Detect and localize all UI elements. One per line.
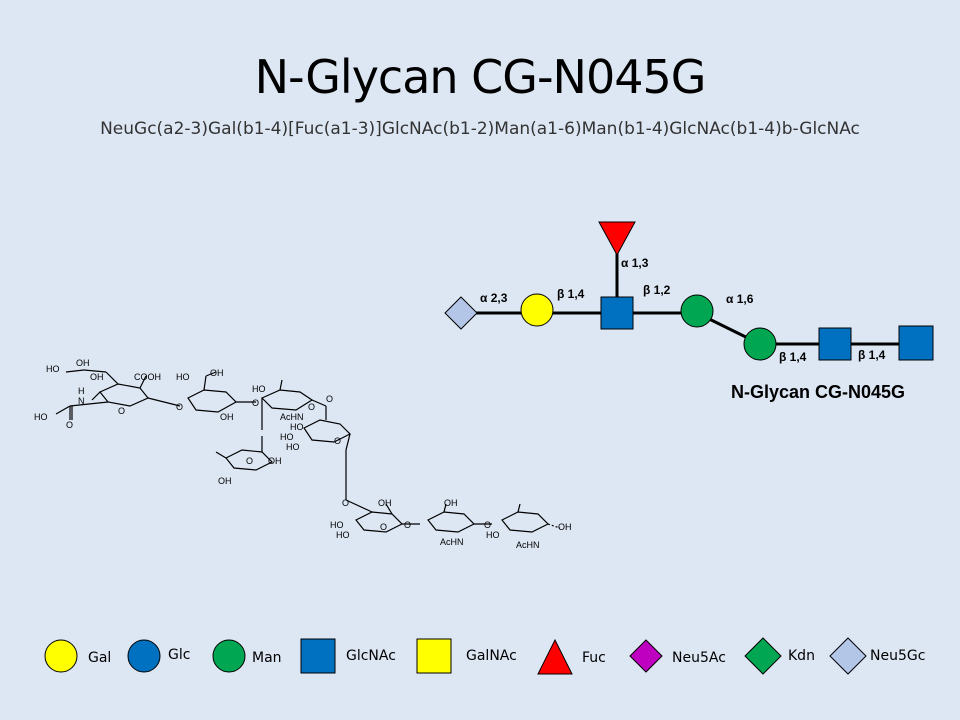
- galnac-square-icon: [416, 638, 452, 674]
- legend-label: Neu5Gc: [870, 648, 925, 664]
- legend-item-galnac: GalNAc: [416, 638, 517, 674]
- atom-label: H: [78, 386, 85, 396]
- atom-label: HO: [176, 372, 190, 382]
- atom-label: OH: [76, 358, 90, 368]
- legend-item-glcnac: GlcNAc: [300, 638, 396, 674]
- atom-label: HO: [330, 520, 344, 530]
- atom-label: OH: [210, 368, 224, 378]
- legend-item-neu5gc: Neu5Gc: [829, 637, 925, 675]
- linkage-label: β 1,4: [858, 348, 886, 362]
- glcnac-reducing-square-icon: [898, 325, 934, 361]
- chemical-structure-labels: HO OH OH COOH HO OH H N HO O O O OH HO O…: [34, 358, 572, 550]
- atom-label: O: [484, 520, 491, 530]
- glcnac-core-ring: [427, 511, 476, 533]
- atom-label: AcHN: [280, 412, 304, 422]
- glycan-cartoon: α 2,3 β 1,4 α 1,3 β 1,2 α 1,6 β 1,4 β 1,…: [444, 221, 934, 402]
- chemical-structure: [55, 369, 561, 533]
- atom-label: O: [66, 420, 73, 430]
- atom-label: O: [342, 498, 349, 508]
- legend-item-neu5ac: Neu5Ac: [629, 639, 726, 673]
- atom-label: O: [252, 398, 259, 408]
- atom-label: O: [334, 436, 341, 446]
- gal-circle-icon: [520, 293, 554, 327]
- linkage-label: β 1,2: [643, 283, 671, 297]
- legend-item-kdn: Kdn: [744, 637, 815, 675]
- atom-label: OH: [90, 372, 104, 382]
- atom-label: O: [380, 522, 387, 532]
- glcnac-core-square-icon: [818, 327, 852, 361]
- linkage-label: α 2,3: [480, 291, 508, 305]
- atom-label: HO: [280, 432, 294, 442]
- atom-label: AcHN: [516, 540, 540, 550]
- glcnac-square-icon: [600, 296, 634, 330]
- linkage-label: β 1,4: [779, 350, 807, 364]
- legend-label: Kdn: [788, 648, 815, 664]
- atom-label: N: [78, 396, 85, 406]
- atom-label: OH: [268, 456, 282, 466]
- neu5gc-diamond-icon: [444, 296, 478, 330]
- glcnac-branch-ring: [260, 389, 314, 411]
- atom-label: OH: [444, 498, 458, 508]
- legend-label: Fuc: [582, 650, 606, 666]
- linkage-label: β 1,4: [557, 287, 585, 301]
- atom-label: AcHN: [440, 537, 464, 547]
- iupac-sequence: NeuGc(a2-3)Gal(b1-4)[Fuc(a1-3)]GlcNAc(b1…: [100, 119, 860, 139]
- atom-label: O: [404, 520, 411, 530]
- atom-label: OH: [218, 476, 232, 486]
- atom-label: COOH: [134, 372, 161, 382]
- neu5ac-diamond-icon: [629, 639, 663, 673]
- glcnac-reducing-ring: [501, 511, 550, 533]
- atom-label: HO: [336, 530, 350, 540]
- legend-label: Man: [252, 650, 282, 666]
- atom-label: HO: [34, 412, 48, 422]
- fuc-triangle-icon: [537, 638, 573, 675]
- legend-label: GalNAc: [466, 648, 517, 664]
- linkage-label: α 1,6: [726, 292, 754, 306]
- kdn-diamond-icon: [744, 637, 782, 675]
- legend-item-glc: Glc: [127, 639, 190, 673]
- glcnac-square-icon: [300, 638, 336, 674]
- atom-label: OH: [378, 498, 392, 508]
- legend-label: Gal: [88, 650, 111, 666]
- legend-label: Neu5Ac: [672, 650, 726, 666]
- atom-label: HO: [486, 530, 500, 540]
- legend: Gal Glc Man GlcNAc GalNAc Fuc: [44, 637, 925, 675]
- legend-item-gal: Gal: [44, 639, 111, 673]
- man-core-circle-icon: [743, 327, 777, 361]
- atom-label: O: [246, 456, 253, 466]
- atom-label: OH: [220, 412, 234, 422]
- atom-label: O: [326, 394, 333, 404]
- legend-item-man: Man: [212, 639, 282, 673]
- man-core-ring: [355, 511, 404, 533]
- gal-ring: [187, 389, 237, 413]
- man-circle-icon: [680, 294, 714, 328]
- cartoon-caption: N-Glycan CG-N045G: [731, 382, 905, 402]
- man-a16-ring: [303, 419, 352, 443]
- atom-label: O: [118, 406, 125, 416]
- man-circle-icon: [212, 639, 246, 673]
- glc-circle-icon: [127, 639, 161, 673]
- atom-label: OH: [558, 522, 572, 532]
- atom-label: HO: [290, 422, 304, 432]
- atom-label: O: [176, 402, 183, 412]
- page-title: N-Glycan CG-N045G: [254, 50, 707, 104]
- atom-label: HO: [252, 384, 266, 394]
- legend-label: GlcNAc: [346, 648, 396, 664]
- atom-label: HO: [286, 442, 300, 452]
- atom-label: O: [308, 402, 315, 412]
- neu5gc-diamond-icon: [829, 637, 867, 675]
- fuc-ring: [225, 449, 274, 471]
- linkage-label: α 1,3: [621, 256, 649, 270]
- legend-item-fuc: Fuc: [537, 638, 606, 675]
- legend-label: Glc: [168, 647, 190, 663]
- atom-label: HO: [46, 364, 60, 374]
- fuc-triangle-icon: [598, 221, 636, 257]
- gal-circle-icon: [44, 639, 78, 673]
